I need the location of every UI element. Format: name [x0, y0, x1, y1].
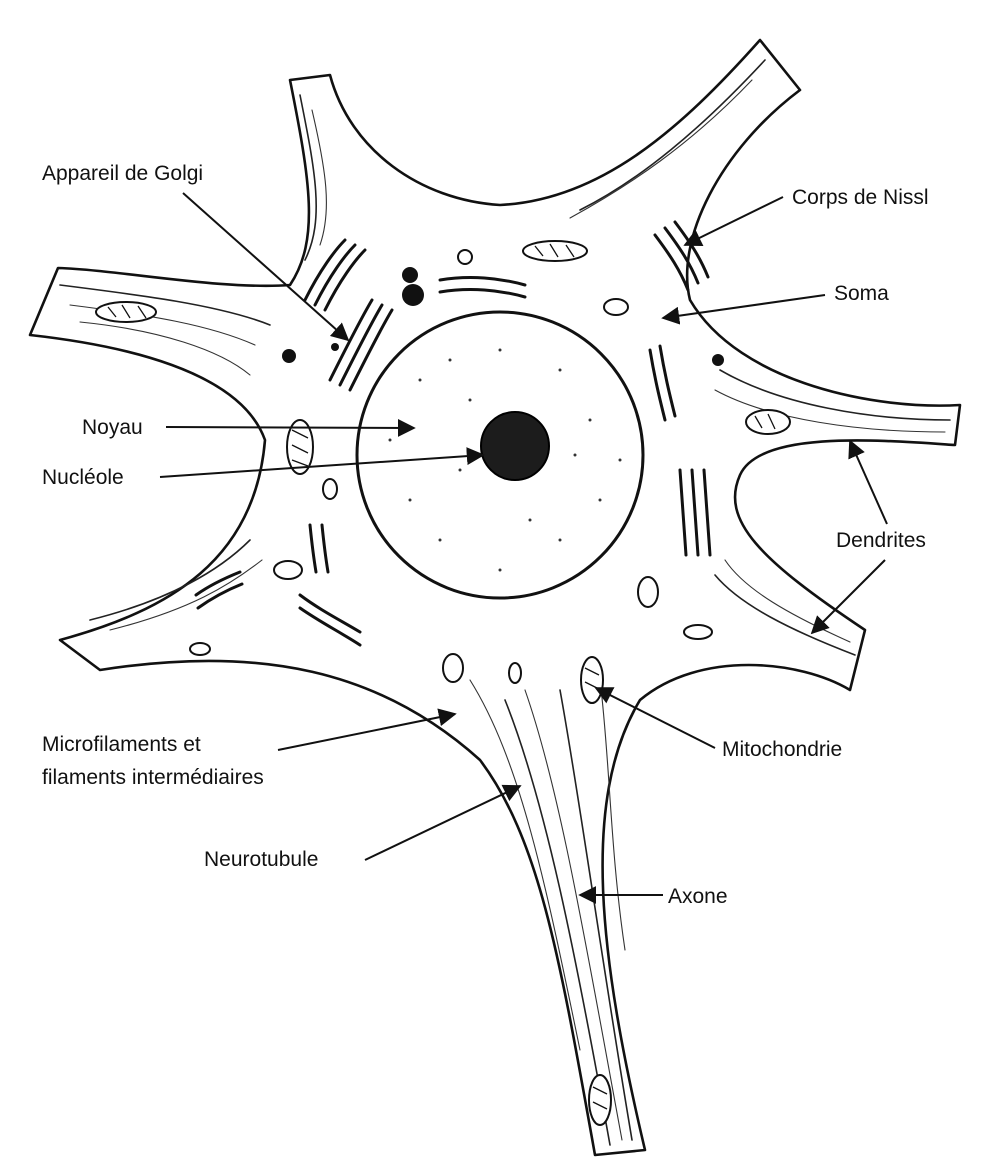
label-nucleole: Nucléole — [42, 466, 124, 489]
nucleolus — [481, 412, 549, 480]
label-soma: Soma — [834, 282, 889, 305]
label-microfilaments-1: Microfilaments et — [42, 733, 201, 756]
label-axone: Axone — [668, 885, 728, 908]
label-neurotubule: Neurotubule — [204, 848, 318, 871]
label-noyau: Noyau — [82, 416, 143, 439]
label-nissl: Corps de Nissl — [792, 186, 929, 209]
label-microfilaments-2: filaments intermédiaires — [42, 766, 264, 789]
label-golgi: Appareil de Golgi — [42, 162, 203, 185]
label-dendrites: Dendrites — [836, 529, 926, 552]
label-mitochondrie: Mitochondrie — [722, 738, 842, 761]
